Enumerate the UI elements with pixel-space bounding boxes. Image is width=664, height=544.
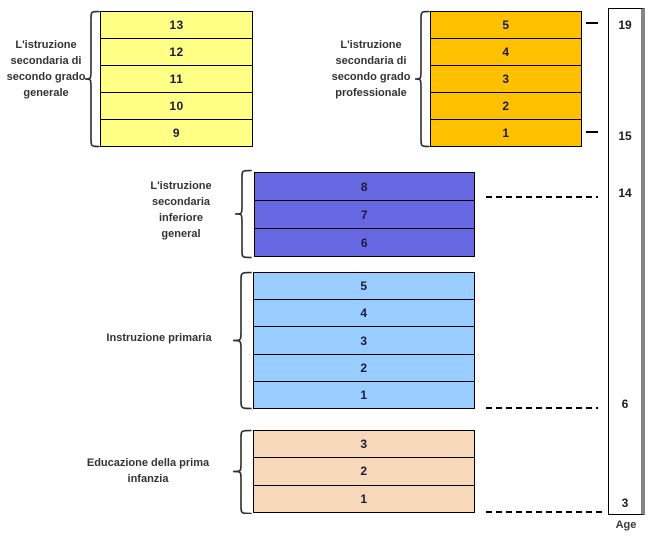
label-line: L'istruzione bbox=[15, 39, 77, 51]
grade-number: 4 bbox=[502, 45, 510, 59]
label-secondaria-generale: L'istruzione secondaria di secondo grado… bbox=[1, 37, 91, 101]
grade-row: 1 bbox=[254, 382, 474, 408]
grade-row: 4 bbox=[254, 300, 474, 328]
grade-row: 7 bbox=[255, 201, 474, 229]
label-line: inferiore bbox=[158, 212, 203, 224]
grade-row: 2 bbox=[254, 355, 474, 382]
label-line: secondaria di bbox=[335, 55, 407, 67]
grade-number: 2 bbox=[502, 99, 510, 113]
label-secondaria-inferiore: L'istruzione secondaria inferiore genera… bbox=[136, 178, 226, 242]
grade-row: 4 bbox=[431, 39, 581, 66]
grade-number: 7 bbox=[360, 207, 369, 222]
age6-dashed-line bbox=[486, 407, 598, 409]
label-line: secondaria di bbox=[10, 55, 82, 67]
age3-dashed-line bbox=[486, 511, 605, 513]
grade-row: 8 bbox=[255, 173, 474, 201]
age14-dashed-line bbox=[486, 196, 598, 198]
grade-number: 11 bbox=[169, 72, 184, 86]
grade-row: 3 bbox=[254, 431, 474, 459]
age15-tick-line bbox=[586, 131, 598, 133]
label-line: generale bbox=[23, 87, 69, 99]
label-line: L'istruzione bbox=[340, 39, 402, 51]
label-line: general bbox=[161, 228, 201, 240]
brace-icon bbox=[84, 10, 100, 148]
grade-number: 13 bbox=[169, 18, 184, 32]
grade-number: 4 bbox=[360, 306, 368, 321]
label-line: professionale bbox=[335, 87, 407, 99]
label-line: secondo grado bbox=[6, 71, 86, 83]
grade-number: 12 bbox=[169, 45, 184, 59]
grade-number: 10 bbox=[169, 99, 184, 113]
age-tick: 19 bbox=[618, 18, 632, 32]
age-axis-bar: 19 15 14 6 3 bbox=[608, 8, 645, 515]
grade-row: 1 bbox=[431, 120, 581, 146]
grade-row: 5 bbox=[431, 12, 581, 39]
grade-row: 6 bbox=[255, 229, 474, 256]
grade-number: 3 bbox=[360, 333, 368, 348]
box-prima-infanzia: 3 2 1 bbox=[253, 430, 475, 513]
age-tick: 14 bbox=[618, 186, 632, 200]
label-line: secondo grado bbox=[331, 71, 411, 83]
grade-number: 1 bbox=[360, 387, 368, 402]
grade-row: 3 bbox=[254, 327, 474, 355]
label-primaria: Instruzione primaria bbox=[79, 330, 239, 346]
box-secondaria-inferiore: 8 7 6 bbox=[254, 172, 475, 257]
label-prima-infanzia: Educazione della prima infanzia bbox=[68, 455, 228, 487]
grade-row: 3 bbox=[431, 66, 581, 93]
grade-number: 2 bbox=[360, 360, 368, 375]
grade-number: 5 bbox=[502, 18, 510, 32]
grade-row: 9 bbox=[101, 120, 252, 146]
label-secondaria-professionale: L'istruzione secondaria di secondo grado… bbox=[325, 37, 417, 101]
grade-number: 1 bbox=[360, 491, 368, 506]
grade-number: 5 bbox=[360, 279, 368, 294]
age19-tick-line bbox=[586, 22, 598, 24]
box-secondaria-professionale: 5 4 3 2 1 bbox=[430, 11, 582, 147]
brace-icon bbox=[234, 169, 252, 259]
age-tick: 6 bbox=[621, 397, 629, 411]
age-axis-caption: Age bbox=[615, 519, 637, 531]
label-line: L'istruzione bbox=[150, 180, 212, 192]
label-line: Educazione della prima bbox=[86, 457, 210, 469]
label-line: secondaria bbox=[151, 196, 211, 208]
brace-icon bbox=[232, 429, 252, 514]
label-line: Instruzione primaria bbox=[106, 332, 212, 344]
grade-row: 12 bbox=[101, 39, 252, 66]
grade-number: 3 bbox=[502, 72, 510, 86]
brace-icon bbox=[232, 271, 252, 410]
grade-number: 3 bbox=[360, 437, 368, 452]
label-line: infanzia bbox=[127, 473, 169, 485]
grade-number: 8 bbox=[360, 179, 369, 194]
grade-number: 2 bbox=[360, 464, 368, 479]
age-tick: 15 bbox=[618, 129, 632, 143]
grade-row: 2 bbox=[254, 458, 474, 486]
grade-row: 11 bbox=[101, 66, 252, 93]
grade-row: 10 bbox=[101, 93, 252, 120]
grade-number: 6 bbox=[360, 235, 369, 250]
grade-row: 5 bbox=[254, 273, 474, 301]
grade-row: 1 bbox=[254, 486, 474, 512]
grade-number: 9 bbox=[172, 126, 181, 140]
grade-row: 13 bbox=[101, 12, 252, 39]
brace-icon bbox=[414, 10, 430, 148]
age-tick: 3 bbox=[621, 496, 629, 510]
box-secondaria-generale: 13 12 11 10 9 bbox=[100, 11, 253, 147]
box-primaria: 5 4 3 2 1 bbox=[253, 272, 475, 409]
grade-number: 1 bbox=[502, 126, 510, 140]
grade-row: 2 bbox=[431, 93, 581, 120]
